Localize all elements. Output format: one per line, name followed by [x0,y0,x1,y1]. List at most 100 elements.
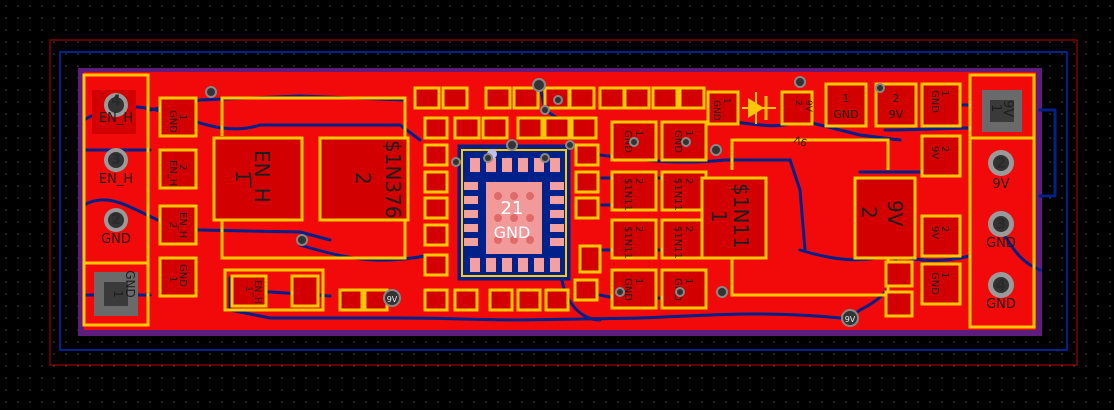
svg-text:2: 2 [996,154,1006,172]
svg-text:9V: 9V [387,295,398,304]
svg-text:1: 1 [231,170,255,183]
svg-text:$1N11: $1N11 [672,178,683,211]
big-pad-1n11[interactable]: 1 $1N11 [700,176,768,260]
svg-text:1: 1 [939,90,950,96]
svg-text:GND: GND [177,264,188,287]
left-pin-1[interactable]: GND 1 [94,270,138,316]
svg-text:$1N11: $1N11 [622,226,633,259]
svg-text:1: 1 [939,272,950,278]
svg-text:GND: GND [986,236,1016,251]
svg-text:2: 2 [633,226,644,232]
board-outline [49,39,1078,366]
svg-text:EN_H: EN_H [99,172,133,187]
svg-text:2: 2 [683,178,694,184]
svg-text:1: 1 [721,98,731,104]
led-icon [742,92,776,124]
labeled-via-2: 9V [841,309,859,327]
right-pin-4[interactable]: 4 GND [986,272,1016,312]
svg-text:2: 2 [683,226,694,232]
svg-text:1: 1 [167,276,178,282]
mid-pad-2[interactable]: 2 $1N11 [610,170,658,212]
mid-pad-6[interactable]: 2 $1N11 [660,170,708,212]
led-component[interactable]: 1 GND 2 9V [706,90,814,126]
svg-text:1: 1 [843,92,850,105]
tr-pad-3[interactable]: 1 GND [920,82,962,128]
svg-text:GND: GND [672,130,683,153]
svg-text:GND: GND [167,110,178,133]
pad-l1[interactable]: 1 GND [158,96,198,138]
svg-text:EN_H: EN_H [99,111,133,126]
pad-l2[interactable]: 2 EN_H [158,148,198,190]
svg-text:GND: GND [101,232,131,247]
svg-text:1: 1 [633,278,644,284]
top-right-pads: 1 GND 2 9V 1 GND [824,82,962,128]
svg-text:9V: 9V [992,177,1009,192]
right-pin-1[interactable]: 1 9V [982,90,1022,132]
svg-text:GND: GND [833,108,858,121]
rc-pad-3[interactable]: 1 GND [920,262,962,306]
svg-text:2: 2 [351,172,375,185]
svg-text:$1N11: $1N11 [729,183,753,249]
svg-text:GND: GND [929,272,940,295]
mid-pad-3[interactable]: 2 $1N11 [610,218,658,260]
svg-text:$1N376: $1N376 [381,140,405,219]
big-pad-9v[interactable]: 2 9V [853,176,917,260]
mid-pad-7[interactable]: 2 $1N11 [660,218,708,260]
svg-text:2: 2 [633,178,644,184]
svg-text:$1N11: $1N11 [622,178,633,211]
svg-text:21: 21 [501,198,524,219]
bottom-right-pads [884,260,914,318]
svg-text:GND: GND [622,130,633,153]
right-header: 1 9V 2 9V 3 GND 4 GND [968,73,1036,329]
svg-text:GND: GND [929,90,940,113]
left-pin-2[interactable]: 2 GND [101,208,131,247]
svg-text:GND: GND [622,278,633,301]
svg-text:GND: GND [711,100,721,121]
tr-pad-1[interactable]: 1 GND [824,82,868,128]
svg-text:1: 1 [243,286,253,292]
svg-text:4: 4 [996,276,1006,294]
rc-pad-2[interactable]: 2 9V [920,214,962,258]
svg-text:9V: 9V [845,315,856,324]
vias [205,76,885,298]
pad-l3[interactable]: EN_H 2 [158,204,198,246]
svg-text:9V: 9V [889,108,904,121]
right-pin-2[interactable]: 2 9V [988,150,1014,192]
svg-text:2: 2 [939,146,950,152]
svg-text:$1N11: $1N11 [672,226,683,259]
svg-text:2: 2 [939,226,950,232]
svg-text:9V: 9V [803,100,813,113]
via-label: 9V [793,133,809,148]
big-pad-en[interactable]: EN_H 1 [212,136,304,222]
top-row-pads [338,86,706,312]
svg-text:9V: 9V [883,200,907,227]
svg-text:4: 4 [111,93,121,109]
left-pin-4[interactable]: 4 EN_H [92,90,136,134]
labeled-via-1: 9V [383,289,401,307]
left-pin-3[interactable]: 3 EN_H [99,148,133,187]
svg-text:1: 1 [177,114,188,120]
svg-text:1: 1 [683,130,694,136]
svg-text:1: 1 [683,278,694,284]
right-col-pads: 2 9V 2 9V 1 GND [920,134,962,306]
svg-text:2: 2 [857,206,881,219]
ic-package[interactable]: 21 GND [457,144,571,281]
svg-text:1: 1 [633,130,644,136]
big-pad-1n376[interactable]: $1N376 2 [318,136,410,222]
svg-text:1: 1 [988,104,1003,112]
svg-text:2: 2 [177,164,188,170]
right-pin-3[interactable]: 3 GND [986,211,1016,251]
left-small-pads: 1 GND 2 EN_H EN_H 2 GND 1 [158,96,198,298]
small-enh-part[interactable]: EN_H 1 [223,268,325,312]
svg-text:GND: GND [123,270,137,298]
svg-text:3: 3 [996,215,1006,233]
svg-text:EN_H: EN_H [250,150,274,203]
svg-text:9V: 9V [929,226,940,239]
mid-pad-4[interactable]: 1 GND [610,268,658,310]
svg-text:3: 3 [111,152,121,168]
svg-text:2: 2 [111,212,121,228]
pad-l4[interactable]: GND 1 [158,256,198,298]
rc-pad-1[interactable]: 2 9V [920,134,962,178]
svg-text:1: 1 [111,290,125,298]
